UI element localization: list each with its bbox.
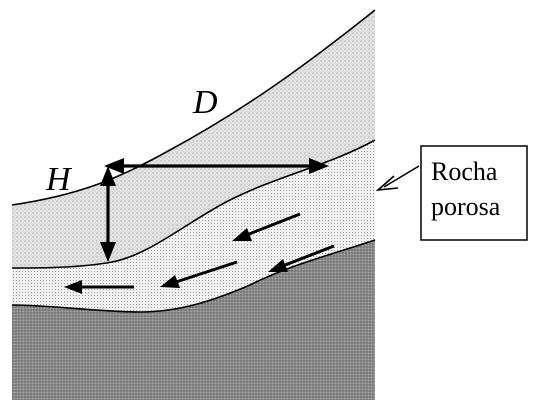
lower-rock-layer: [12, 240, 375, 400]
flow-arrow-1: [232, 212, 301, 241]
porous-bottom-boundary-line: [11, 239, 376, 313]
porous-rock-callout-box: [420, 145, 528, 241]
flow-arrow-3: [160, 260, 238, 288]
vertical-height-arrow: [100, 166, 116, 262]
callout-pointer-arrow: [375, 165, 420, 192]
porous-rock-label-line1: Rocha: [431, 157, 498, 186]
porous-rock-label-line2: porosa: [431, 192, 501, 221]
depth-label: D: [192, 84, 218, 121]
surface-boundary-line: [11, 9, 376, 206]
flow-arrow-2: [268, 244, 335, 272]
horizontal-distance-arrow: [104, 158, 329, 174]
flow-arrow-4: [64, 280, 134, 294]
height-label: H: [45, 161, 73, 198]
upper-rock-layer: [12, 10, 375, 268]
